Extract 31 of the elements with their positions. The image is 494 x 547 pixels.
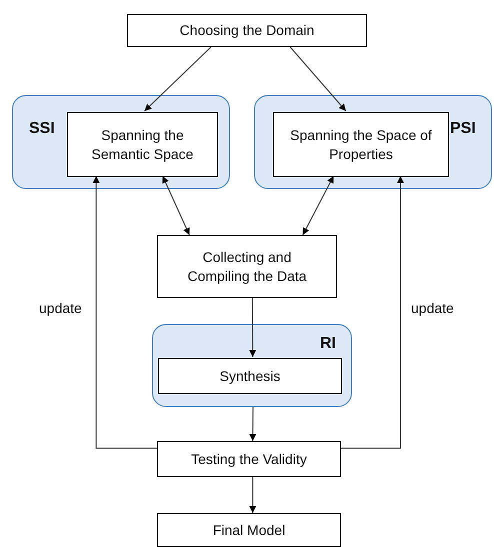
group-panel: [254, 95, 492, 189]
process-box: [157, 441, 341, 477]
box-label: Choosing the Domain: [180, 21, 314, 40]
box-label: Final Model: [212, 520, 286, 540]
box-label: Testing the Validity: [191, 450, 307, 468]
group-label: SSI: [29, 120, 55, 138]
group-label: RI: [320, 335, 336, 353]
box-label: Spanning the Semantic Space: [90, 126, 194, 163]
process-box: [157, 513, 341, 547]
arrow: [92, 176, 158, 449]
arrow: [302, 176, 334, 236]
group-panel: [152, 324, 352, 407]
process-box: [158, 358, 342, 394]
process-box: [157, 235, 337, 298]
arrow: [340, 176, 404, 449]
arrow: [144, 46, 212, 112]
arrow: [162, 176, 190, 236]
edge-label: update: [409, 300, 456, 316]
process-box: [127, 14, 367, 47]
box-label: Synthesis: [220, 366, 280, 386]
group-label: PSI: [450, 120, 476, 138]
box-label: Collecting and Compiling the Data: [186, 248, 308, 285]
arrow: [249, 406, 256, 442]
box-label: Spanning the Space of Properties: [290, 126, 432, 163]
edge-label: update: [37, 300, 84, 316]
process-box: [273, 112, 449, 177]
arrow: [290, 46, 346, 112]
process-box: [67, 112, 218, 177]
arrow: [249, 298, 256, 358]
arrow: [249, 476, 256, 514]
group-panel: [12, 95, 230, 189]
